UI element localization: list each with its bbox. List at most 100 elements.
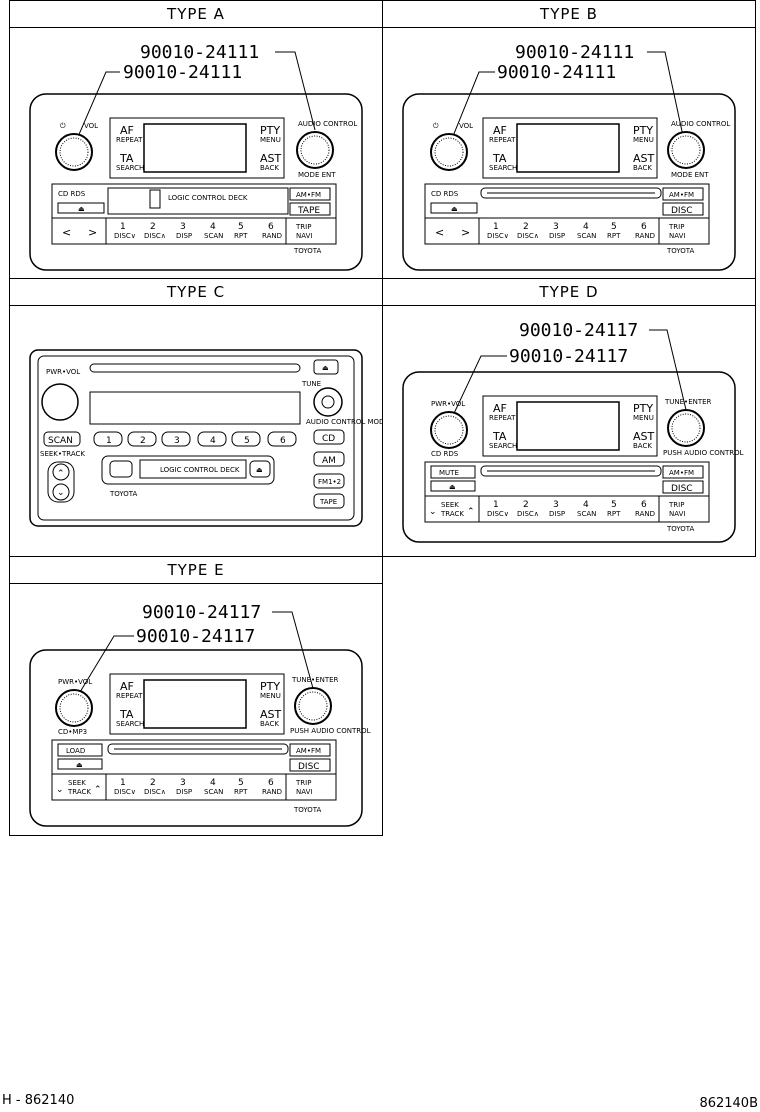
preset-5-sub: RPT — [607, 232, 621, 240]
audio-control-knob-knurl — [671, 135, 701, 165]
am-fm-label: AM•FM — [669, 469, 694, 477]
disc-button — [662, 480, 704, 494]
disc-button — [662, 202, 704, 216]
part-number-top: 90010-24117 — [142, 602, 261, 623]
pwr-vol-knob-knurl — [59, 693, 89, 723]
preset-2-sub: DISC∧ — [144, 232, 166, 240]
preset-3-button — [161, 431, 191, 447]
drawing-code-right: 862140B — [699, 1096, 758, 1111]
panel-title: TYPE B — [383, 1, 755, 28]
preset-buttons-c: 1 2 3 4 5 6 — [93, 431, 297, 447]
mute-label: MUTE — [439, 469, 459, 477]
tune-knob-knurl — [298, 691, 328, 721]
preset-4-sub: SCAN — [577, 510, 596, 518]
seek-label: SEEK — [441, 501, 459, 509]
ta-button: TA — [119, 152, 134, 165]
leader-line-top — [275, 51, 316, 131]
am-button — [313, 451, 345, 467]
pwr-vol-label: PWR•VOL — [46, 368, 80, 376]
preset-buttons-e: 1 2 3 4 5 6 DISC∨ DISC∧ DISP SCAN RPT RA… — [114, 778, 282, 796]
radio-diagram-b: 90010-24111 90010-24111 ⏻ VOL AUDIO CONT… — [402, 42, 736, 271]
trip-label: TRIP — [295, 223, 311, 231]
display-screen — [143, 679, 247, 729]
leader-line-bottom — [448, 71, 495, 147]
cd-button — [313, 429, 345, 445]
preset-3: 3 — [553, 222, 559, 232]
seek-down-icon: ⌄ — [56, 785, 64, 795]
pty-sub-label: MENU — [633, 136, 654, 144]
track-label: TRACK — [440, 510, 464, 518]
preset-6: 6 — [268, 222, 274, 232]
am-fm-button — [662, 465, 704, 479]
panel-type-a: TYPE A 90010-24111 90010-24111 ⏻ VOL AUD… — [9, 0, 383, 279]
panel-title: TYPE E — [10, 557, 382, 584]
preset-5: 5 — [611, 222, 617, 232]
vol-knob-knurl — [59, 137, 89, 167]
cd-mp3-label: CD•MP3 — [58, 728, 87, 736]
audio-control-knob — [296, 131, 334, 169]
pty-sub-label: MENU — [633, 414, 654, 422]
preset-5-sub: RPT — [234, 788, 248, 796]
disc-label: DISC — [671, 484, 693, 494]
am-fm-label: AM•FM — [296, 747, 321, 755]
panel-type-b: TYPE B 90010-24111 90010-24111 ⏻ VOL AUD… — [382, 0, 756, 279]
tune-enter-label: TUNE•ENTER — [664, 398, 712, 406]
seek-down-icon: ⌄ — [429, 507, 437, 517]
tune-knob — [294, 687, 332, 725]
tape-label: TAPE — [297, 206, 320, 216]
ta-sub-label: SEARCH — [116, 164, 144, 172]
preset-6-sub: RAND — [635, 510, 655, 518]
panel-title: TYPE A — [10, 1, 382, 28]
part-number-bottom: 90010-24111 — [497, 62, 616, 83]
seek-down-icon: < — [435, 226, 444, 239]
seek-up-icon: > — [88, 226, 97, 239]
preset-1-sub: DISC∨ — [114, 232, 136, 240]
af-sub-label: REPEAT — [116, 136, 143, 144]
pwr-vol-label: PWR•VOL — [431, 400, 465, 408]
tape-label: TAPE — [319, 498, 337, 506]
seek-label: SEEK — [68, 779, 86, 787]
pty-sub-label: MENU — [260, 692, 281, 700]
eject-icon: ⏏ — [78, 205, 85, 213]
seek-up-button — [52, 463, 70, 481]
audio-control-label: PUSH AUDIO CONTROL — [290, 727, 371, 735]
eject-icon: ⏏ — [322, 364, 329, 372]
panel-title: TYPE D — [383, 279, 755, 306]
preset-5: 5 — [238, 778, 244, 788]
af-button: AF — [120, 680, 134, 693]
drawing-code-left: H - 862140 — [2, 1093, 75, 1108]
navi-label: NAVI — [669, 232, 685, 240]
panel-type-d: TYPE D 90010-24117 90010-24117 PWR•VOL C… — [382, 278, 756, 557]
tune-knob-knurl — [671, 413, 701, 443]
ast-button: AST — [260, 708, 282, 721]
am-fm-label: AM•FM — [296, 191, 321, 199]
display-bezel — [482, 117, 658, 179]
seek-rocker — [47, 461, 75, 503]
toyota-logo: TOYOTA — [109, 490, 138, 498]
scan-label: SCAN — [48, 436, 73, 446]
tape-button — [289, 202, 331, 216]
ta-button: TA — [119, 708, 134, 721]
preset-1: 1 — [493, 500, 499, 510]
preset-2: 2 — [523, 222, 529, 232]
trip-label: TRIP — [295, 779, 311, 787]
cd-label: CD — [322, 434, 335, 444]
cd-slot — [107, 743, 289, 755]
ta-button: TA — [492, 430, 507, 443]
part-number-bottom: 90010-24111 — [123, 62, 242, 83]
af-sub-label: REPEAT — [489, 414, 516, 422]
track-label: TRACK — [67, 788, 91, 796]
preset-5-sub: RPT — [607, 510, 621, 518]
preset-2-sub: DISC∧ — [144, 788, 166, 796]
load-button — [57, 743, 103, 757]
scan-button — [43, 431, 81, 447]
tape-slot — [107, 187, 289, 215]
audio-control-knob-knurl — [300, 135, 330, 165]
trip-label: TRIP — [668, 223, 684, 231]
toyota-logo: TOYOTA — [293, 247, 322, 255]
preset-6: 6 — [641, 500, 647, 510]
preset-4: 4 — [583, 500, 589, 510]
am-fm-button — [662, 187, 704, 201]
audio-control-label: AUDIO CONTROL — [298, 120, 357, 128]
preset-3-sub: DISP — [549, 232, 565, 240]
